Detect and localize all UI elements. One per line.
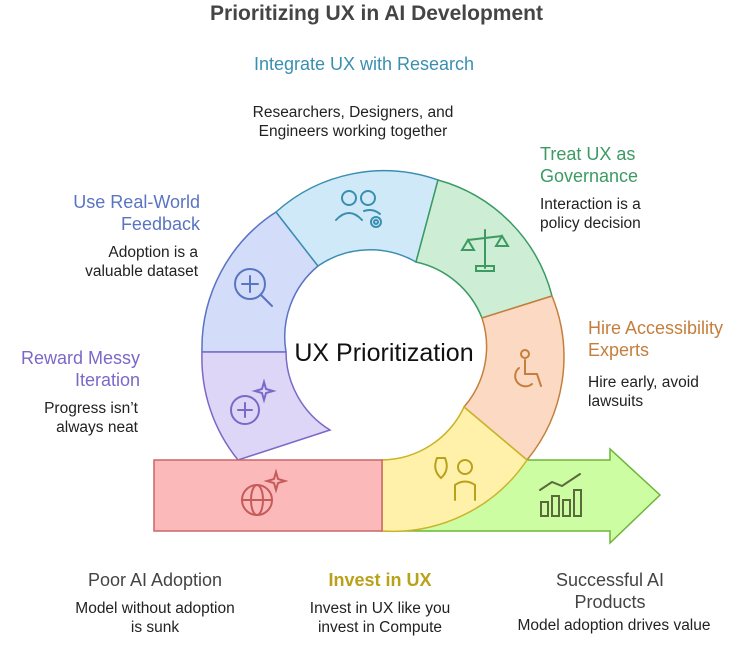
accessibility-desc: Hire early, avoid lawsuits	[588, 374, 699, 410]
research-heading: Integrate UX with Research	[253, 54, 475, 74]
poor-adoption-box	[153, 459, 383, 532]
research-desc: Researchers, Designers, and Engineers wo…	[252, 104, 454, 140]
iteration-desc: Progress isn’t always neat	[44, 400, 138, 436]
feedback-heading: Use Real-World Feedback	[73, 192, 200, 234]
scales-icon	[460, 229, 510, 272]
center-circle	[292, 260, 476, 444]
people-gear-icon	[335, 190, 382, 228]
governance-heading: Treat UX as Governance	[540, 144, 639, 186]
poor-adoption-heading: Poor AI Adoption	[87, 570, 223, 590]
governance-desc: Interaction is a policy decision	[540, 196, 641, 232]
page-title: Prioritizing UX in AI Development	[210, 2, 543, 25]
bar-chart-icon	[539, 473, 582, 517]
ring-segment-accessibility	[462, 295, 565, 462]
globe-sparkle-icon	[241, 468, 289, 516]
money-person-icon	[434, 457, 476, 501]
feedback-desc: Adoption is a valuable dataset	[85, 244, 198, 280]
poor-adoption-desc: Model without adoption is sunk	[75, 600, 235, 636]
invest-segment	[381, 405, 528, 533]
invest-heading: Invest in UX	[328, 570, 432, 590]
success-desc: Model adoption drives value	[517, 617, 711, 634]
success-heading: Successful AI Products	[555, 570, 665, 612]
plus-sparkle-icon	[230, 378, 277, 425]
accessibility-icon	[514, 349, 542, 388]
center-label: UX Prioritization	[294, 339, 474, 367]
iteration-heading: Reward Messy Iteration	[20, 348, 140, 390]
ring-segment-iteration	[201, 351, 332, 461]
accessibility-heading: Hire Accessibility Experts	[588, 318, 724, 360]
magnify-plus-icon	[234, 268, 273, 307]
invest-desc: Invest in UX like you invest in Compute	[309, 600, 451, 636]
